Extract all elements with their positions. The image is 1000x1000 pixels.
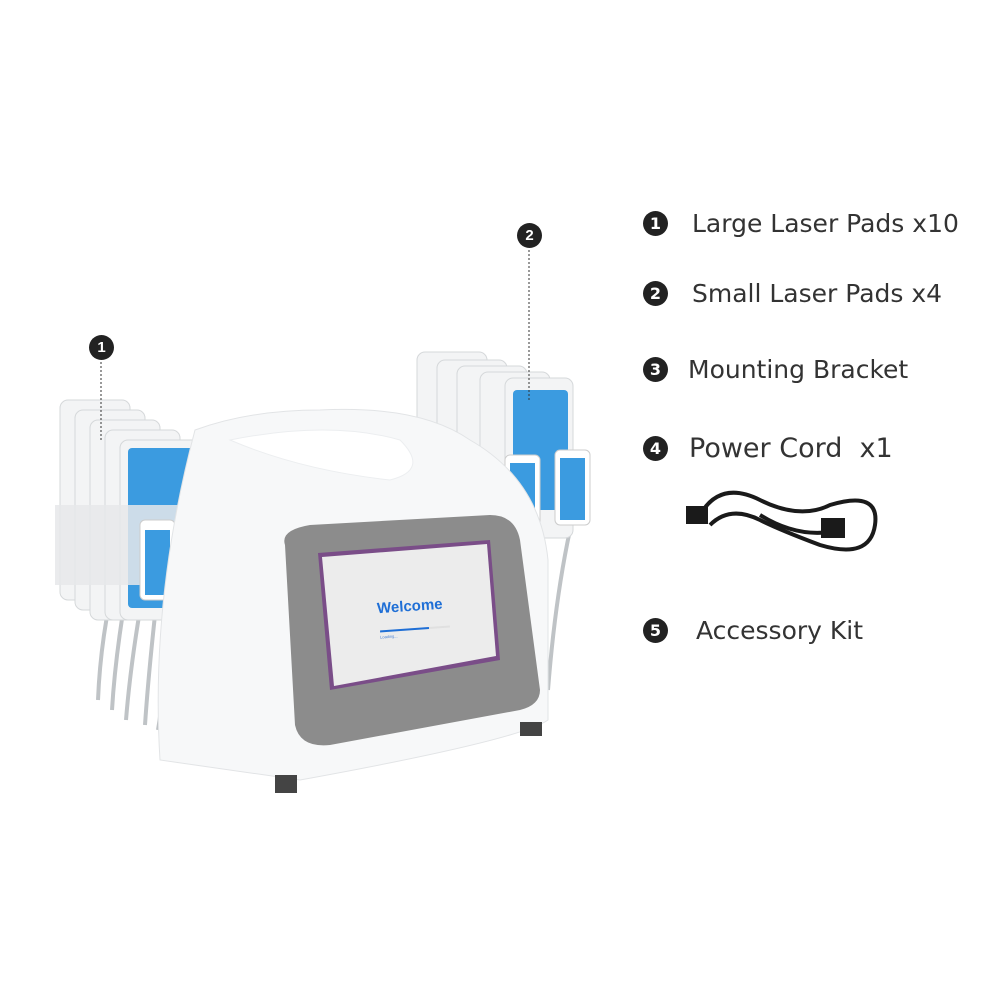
callout-1: 1 bbox=[89, 335, 114, 360]
legend-item-bracket: 3 Mounting Bracket bbox=[643, 355, 908, 384]
legend-label: Small Laser Pads x4 bbox=[692, 279, 943, 308]
legend-number: 4 bbox=[643, 436, 668, 461]
legend-number: 1 bbox=[643, 211, 668, 236]
legend-label: Accessory Kit bbox=[696, 616, 864, 645]
legend-number: 5 bbox=[643, 618, 668, 643]
legend-item-power-cord: 4 Power Cord x1 bbox=[643, 433, 893, 464]
legend-item-accessory-kit: 5 Accessory Kit bbox=[643, 616, 863, 645]
legend-item-large-pads: 1 Large Laser Pads x10 bbox=[643, 209, 959, 238]
legend-item-small-pads: 2 Small Laser Pads x4 bbox=[643, 279, 942, 308]
legend-label: Power Cord x1 bbox=[689, 433, 893, 464]
legend-label: Large Laser Pads x10 bbox=[692, 209, 959, 238]
legend-number: 2 bbox=[643, 281, 668, 306]
device-body bbox=[157, 408, 549, 793]
legend-number: 3 bbox=[643, 357, 668, 382]
legend-label: Mounting Bracket bbox=[688, 355, 909, 384]
callout-2: 2 bbox=[517, 223, 542, 248]
power-cord-image bbox=[686, 490, 878, 552]
